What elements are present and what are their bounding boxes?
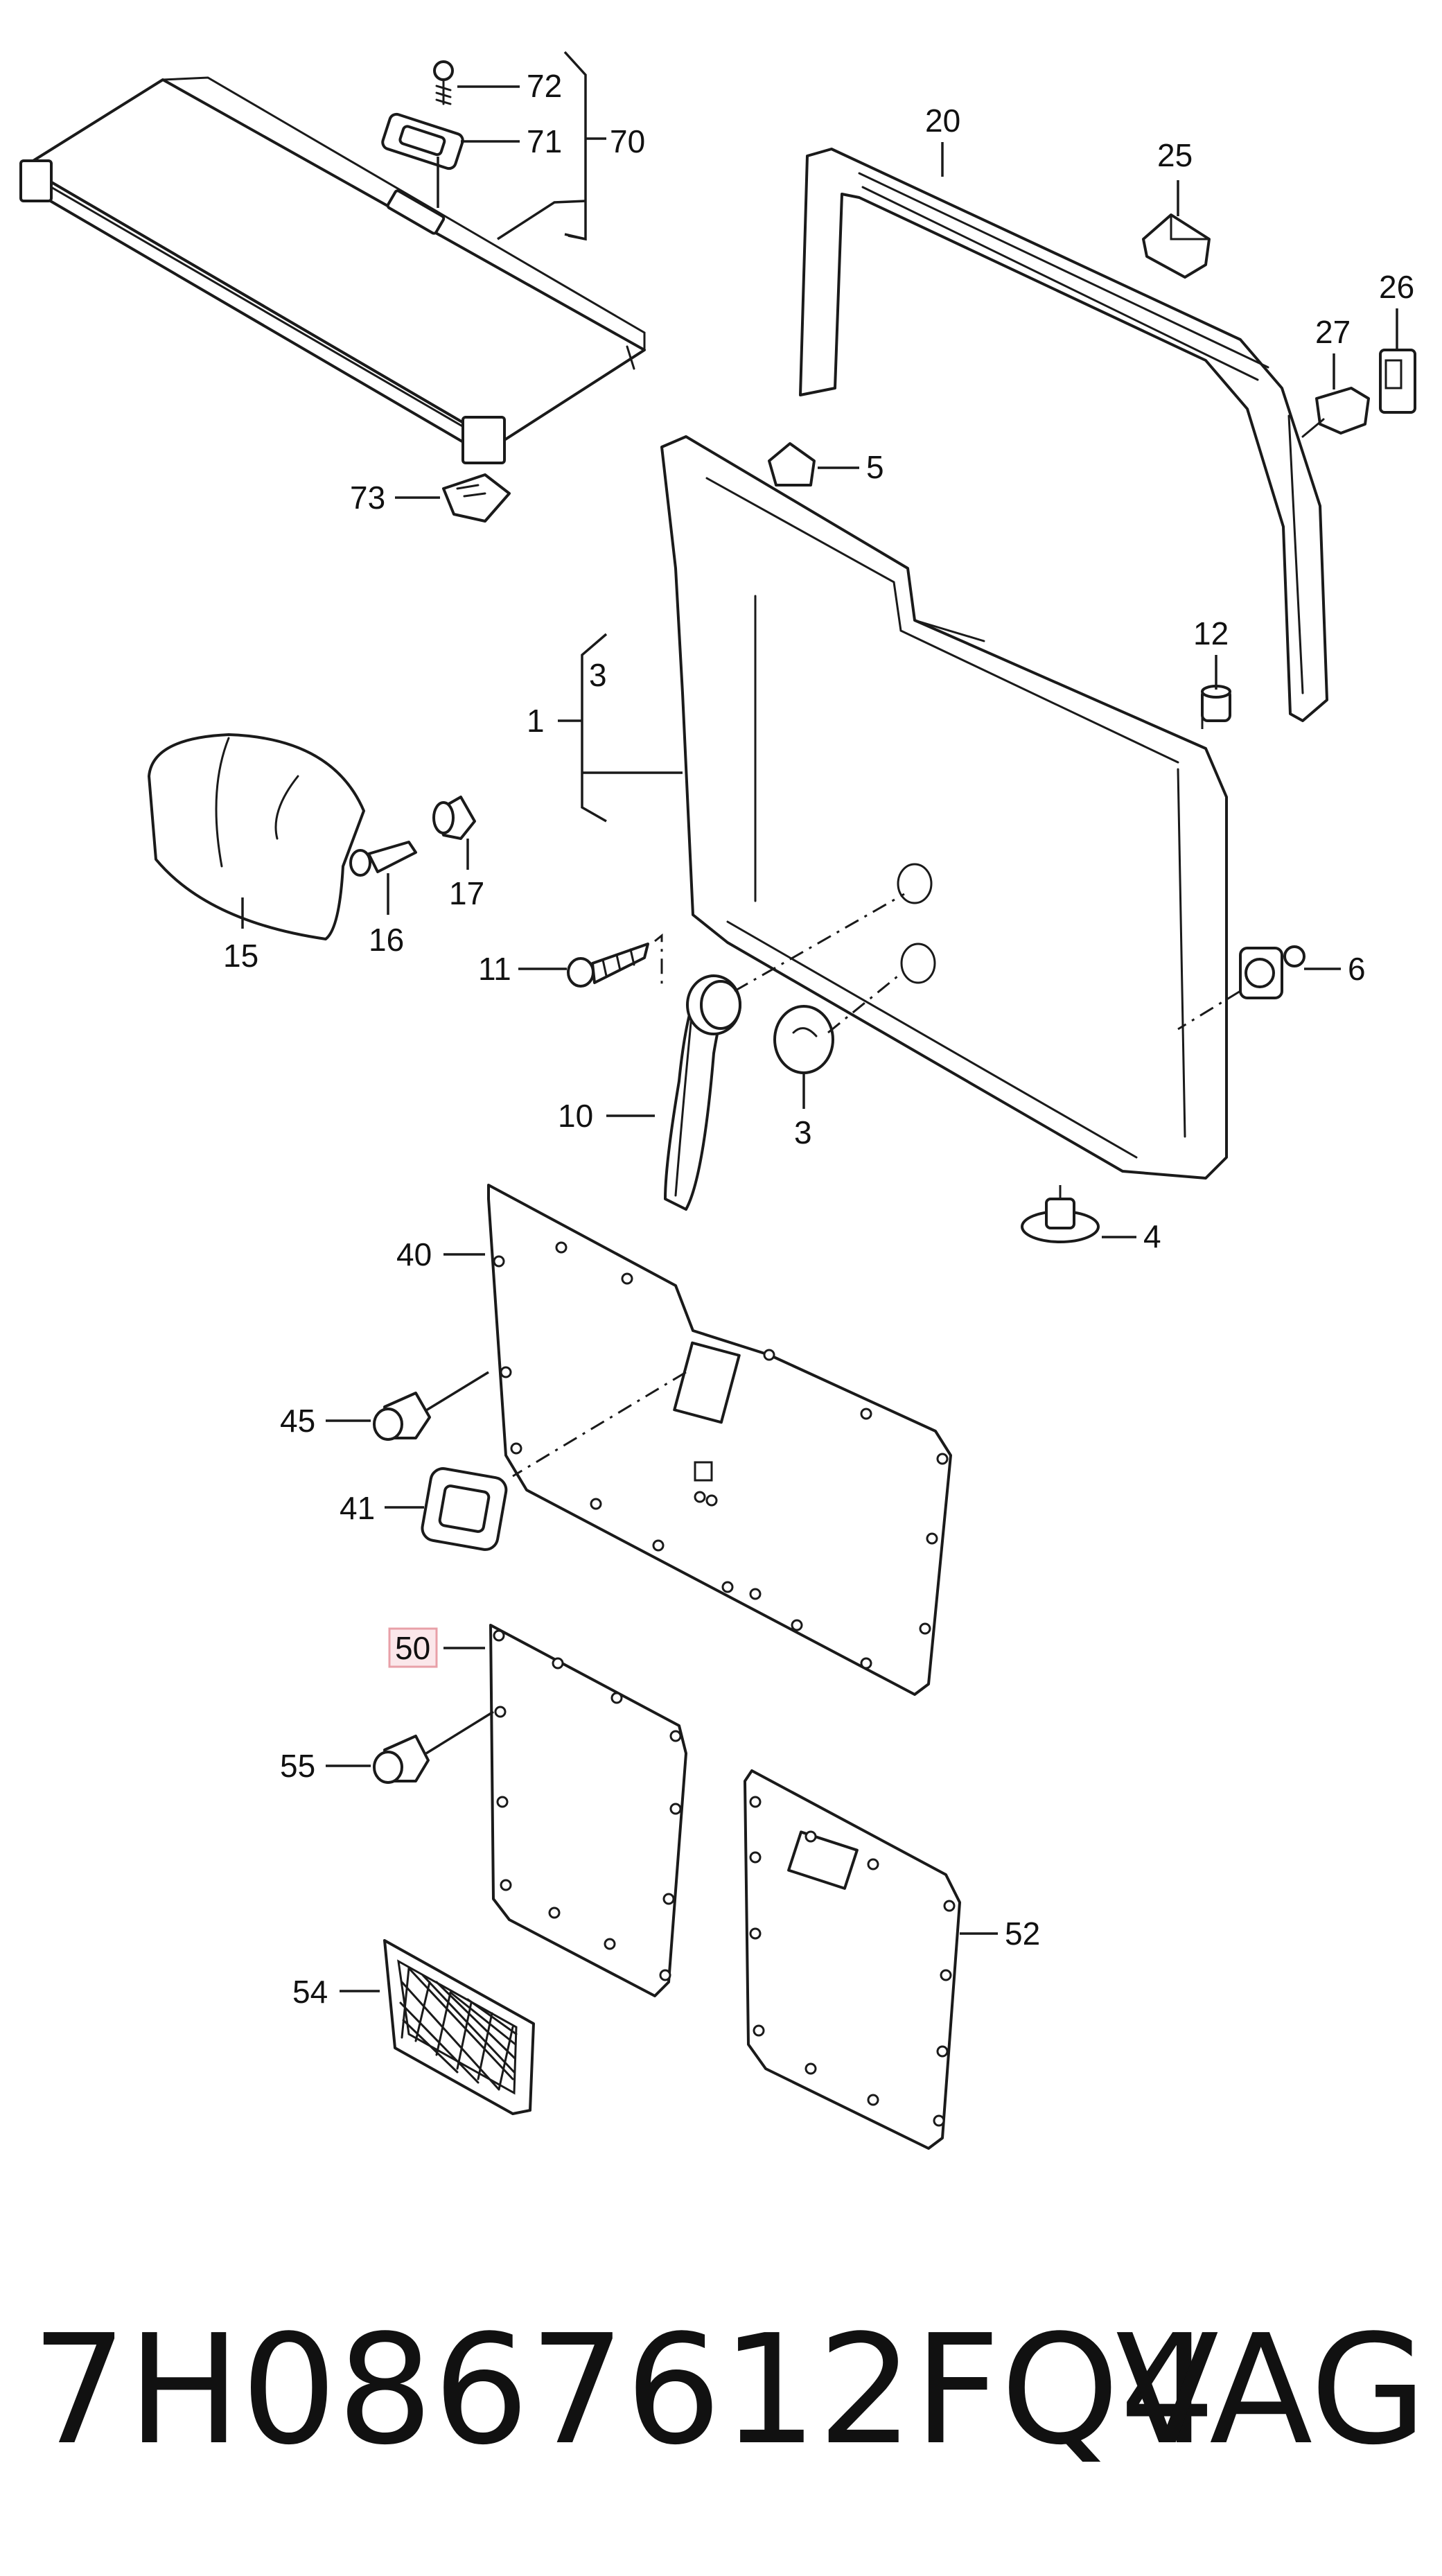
handle-41 xyxy=(421,1467,508,1551)
callout-71: 71 xyxy=(527,123,562,159)
screw-11 xyxy=(567,943,649,988)
panel-50 xyxy=(489,1624,687,1997)
clip-55 xyxy=(373,1735,430,1784)
clip-26 xyxy=(1379,349,1416,414)
brand-name: VAG xyxy=(1116,2303,1427,2478)
callout-26: 26 xyxy=(1379,269,1414,305)
callout-10: 10 xyxy=(558,1098,593,1134)
panel-52 xyxy=(744,1769,961,2150)
screw-16 xyxy=(349,841,417,877)
callout-1: 1 xyxy=(527,703,545,739)
nut-12 xyxy=(1201,685,1231,722)
callout-12: 12 xyxy=(1193,615,1229,651)
cover-15 xyxy=(148,733,365,940)
part-number: 7H0867612FQ4 xyxy=(31,2303,1216,2478)
callout-15: 15 xyxy=(223,938,258,974)
callout-52: 52 xyxy=(1005,1916,1040,1952)
callout-20: 20 xyxy=(925,103,960,139)
callout-70: 70 xyxy=(610,123,645,159)
callout-17: 17 xyxy=(449,875,484,911)
callout-11: 11 xyxy=(478,951,511,987)
screw-72 xyxy=(433,60,454,105)
bracket-70 xyxy=(497,51,606,241)
callout-16: 16 xyxy=(369,922,404,958)
callout-54: 54 xyxy=(292,1974,328,2010)
callout-41: 41 xyxy=(340,1490,375,1526)
callout-4: 4 xyxy=(1143,1218,1161,1254)
callout-3a: 3 xyxy=(589,657,607,693)
clip-25 xyxy=(1142,213,1211,279)
clip-27 xyxy=(1301,387,1370,438)
callout-73: 73 xyxy=(350,480,385,516)
callout-6: 6 xyxy=(1348,951,1366,987)
panel-40 xyxy=(487,1184,952,1696)
disc-3 xyxy=(773,1005,834,1074)
callout-5: 5 xyxy=(866,449,884,485)
clip-45 xyxy=(373,1392,431,1441)
callout-27: 27 xyxy=(1315,314,1351,350)
bracket-1 xyxy=(558,633,683,823)
clip-5 xyxy=(768,442,816,487)
clip-4 xyxy=(1021,1198,1100,1243)
tailgate-panel-1 xyxy=(660,435,1228,1180)
cap-71 xyxy=(381,112,464,170)
net-54 xyxy=(383,1939,535,2115)
callout-3b: 3 xyxy=(794,1114,812,1150)
clip-6 xyxy=(1239,945,1305,999)
callout-45: 45 xyxy=(280,1403,315,1439)
callout-50: 50 xyxy=(395,1630,430,1666)
holder-73 xyxy=(442,473,511,523)
clip-17 xyxy=(432,796,476,840)
frame-trim-20 xyxy=(799,148,1328,722)
callout-72: 72 xyxy=(527,68,562,104)
callout-55: 55 xyxy=(280,1748,315,1784)
callout-25: 25 xyxy=(1157,137,1193,173)
highlight-box-50 xyxy=(388,1627,438,1668)
luggage-cover xyxy=(19,76,646,464)
callout-40: 40 xyxy=(396,1236,432,1272)
pull-strap-10 xyxy=(664,974,741,1211)
